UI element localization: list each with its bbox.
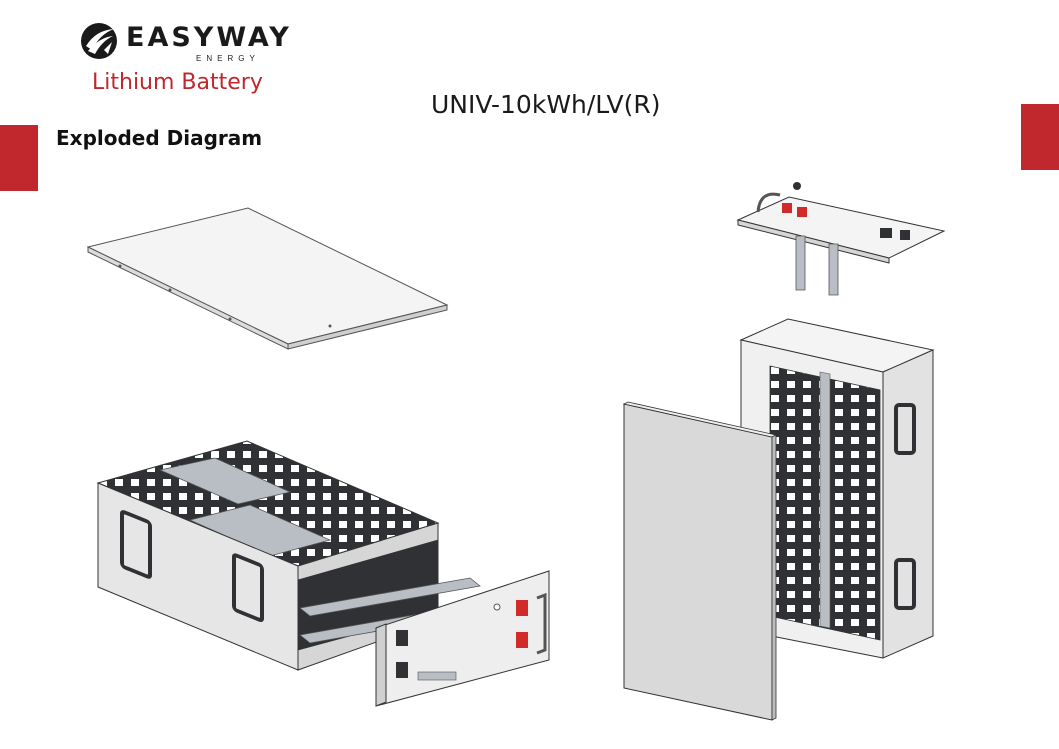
horizontal-battery-module-icon [96,440,481,671]
accent-bar-left [0,125,38,191]
accent-bar-right [1021,104,1059,170]
front-panel-icon [375,570,550,707]
section-title: Exploded Diagram [56,126,263,150]
side-door-panel-icon [622,401,778,721]
top-cover-icon [86,207,449,350]
model-title: UNIV-10kWh/LV(R) [431,90,661,119]
brand-header: EASYWAY ENERGY [78,18,289,64]
brand-subtitle: ENERGY [196,54,260,63]
brand-name: EASYWAY [126,22,292,53]
vertical-battery-module-icon [739,318,935,659]
terminal-plate-icon [736,182,946,296]
swoosh-emblem-icon [81,23,117,59]
product-line-label: Lithium Battery [92,70,263,95]
